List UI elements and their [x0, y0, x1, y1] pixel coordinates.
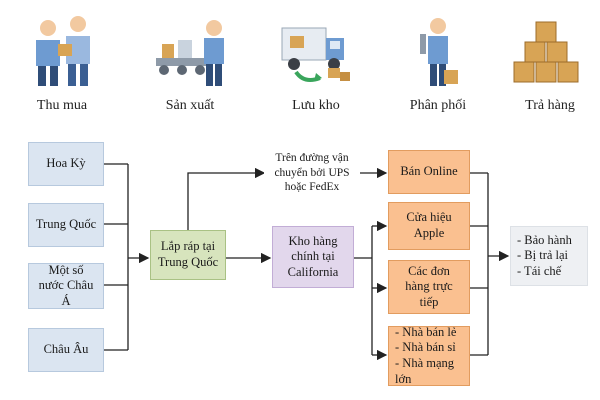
returns-box: - Bảo hành - Bị trả lại - Tái chế	[510, 226, 588, 286]
two-people-buying-icon	[36, 16, 90, 86]
returns-item: - Bị trả lại	[517, 248, 569, 263]
channel-box-direct-orders: Các đơn hàng trực tiếp	[388, 260, 470, 314]
source-box-europe: Châu Âu	[28, 328, 104, 372]
warehouse-label: Kho hàng chính tại California	[287, 233, 339, 279]
reseller-item: - Nhà bán sỉ	[395, 340, 456, 355]
channel-label: Các đơn hàng trực tiếp	[405, 263, 453, 309]
channel-box-apple-store: Cửa hiệu Apple	[388, 202, 470, 250]
source-label: Châu Âu	[43, 342, 89, 357]
returns-item: - Tái chế	[517, 263, 562, 278]
stage-label-purchasing: Thu mua	[36, 98, 88, 113]
channel-box-online: Bán Online	[388, 150, 470, 194]
source-label: Một số nước Châu Á	[38, 262, 94, 308]
stacked-boxes-icon	[513, 21, 579, 83]
warehouse-box: Kho hàng chính tại California	[272, 226, 354, 288]
channel-label: Bán Online	[400, 164, 458, 179]
shipping-label: Trên đường vận chuyển bởi UPS hoặc FedEx	[274, 152, 350, 194]
source-box-usa: Hoa Kỳ	[28, 142, 104, 186]
reseller-item: - Nhà mạng lớn	[395, 356, 455, 386]
stage-label-returns: Trả hàng	[525, 98, 575, 113]
assembly-label: Lắp ráp tại Trung Quốc	[157, 239, 219, 269]
returns-item: - Bảo hành	[517, 232, 572, 247]
delivery-truck-icon	[281, 27, 350, 82]
stage-label-distribution: Phân phối	[409, 98, 467, 113]
source-label: Hoa Kỳ	[46, 156, 86, 171]
person-with-box-icon	[420, 18, 458, 86]
stage-label-warehousing: Lưu kho	[292, 98, 340, 113]
source-box-china: Trung Quốc	[28, 203, 104, 247]
shipping-box: Trên đường vận chuyển bởi UPS hoặc FedEx	[264, 146, 360, 200]
factory-worker-conveyor-icon	[156, 20, 224, 86]
assembly-box: Lắp ráp tại Trung Quốc	[150, 230, 226, 280]
channel-box-resellers: - Nhà bán lẻ - Nhà bán sỉ - Nhà mạng lớn	[388, 324, 470, 386]
channel-label: Cửa hiệu Apple	[406, 210, 452, 240]
stage-label-manufacturing: Sản xuất	[165, 98, 215, 113]
source-box-asia: Một số nước Châu Á	[28, 263, 104, 309]
reseller-item: - Nhà bán lẻ	[395, 324, 457, 339]
source-label: Trung Quốc	[35, 217, 97, 232]
